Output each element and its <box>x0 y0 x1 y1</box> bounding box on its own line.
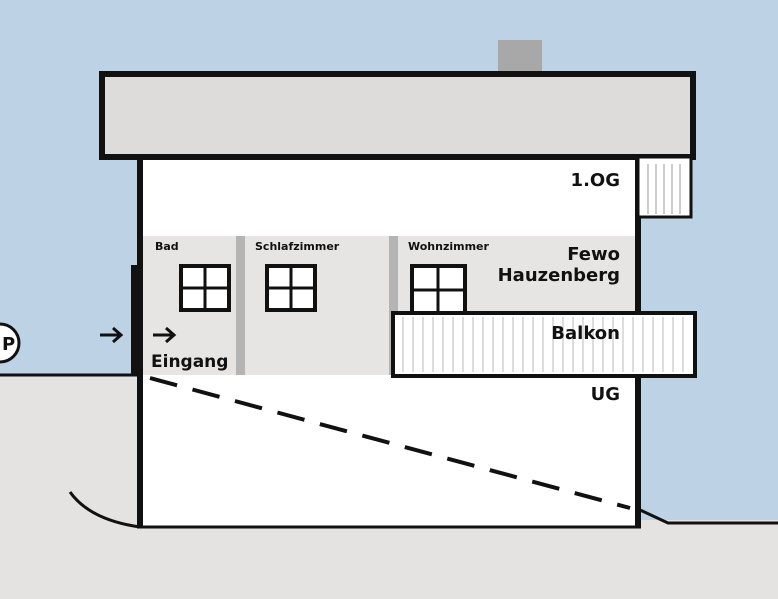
balcony <box>391 311 697 378</box>
window-living <box>410 264 467 318</box>
arrow-right-icon <box>100 326 124 344</box>
terrain-curve <box>68 491 141 529</box>
balcony-slats <box>402 317 684 372</box>
slope-dashed-line <box>149 376 631 510</box>
arrow-right-icon <box>153 326 177 344</box>
ground <box>0 375 778 599</box>
floor-label-lower: UG <box>591 384 620 405</box>
terrain-line-right <box>637 507 778 525</box>
balcony-label: Balkon <box>551 323 620 344</box>
room-label-bath: Bad <box>155 240 179 253</box>
entrance-door <box>131 265 137 375</box>
roof <box>99 71 696 160</box>
parking-icon: P <box>0 322 21 364</box>
upper-balcony-slats <box>647 164 681 214</box>
room-label-living: Wohnzimmer <box>408 240 490 253</box>
floor-label-upper: 1.OG <box>571 170 620 191</box>
room-label-bedroom: Schlafzimmer <box>255 240 340 253</box>
apartment-label-line1: Fewo <box>567 244 620 265</box>
chimney <box>498 40 542 75</box>
entrance-label: Eingang <box>151 352 228 372</box>
partition-wall-1 <box>236 236 245 375</box>
svg-text:P: P <box>2 334 15 355</box>
partition-wall-2 <box>389 236 398 375</box>
window-bath <box>179 264 231 312</box>
window-bedroom <box>265 264 317 312</box>
apartment-label-line2: Hauzenberg <box>498 265 620 286</box>
